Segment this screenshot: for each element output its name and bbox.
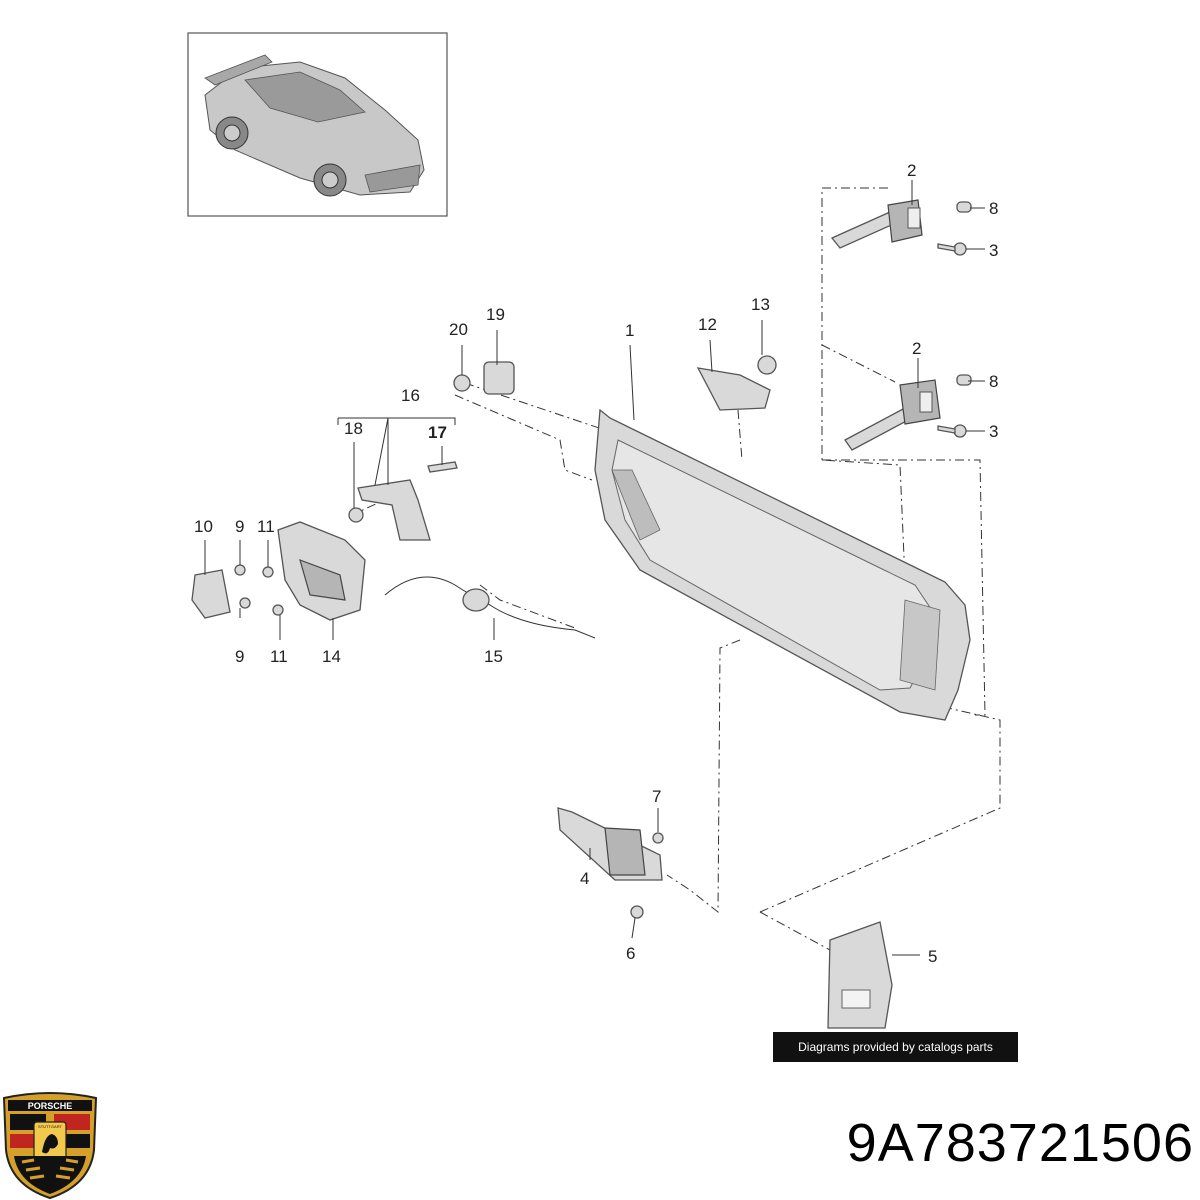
- porsche-crest-icon: PORSCHE STUTTGART: [2, 1092, 98, 1200]
- callout-2-lower: 2: [912, 339, 921, 358]
- callout-11-lower: 11: [270, 647, 288, 666]
- callout-10: 10: [194, 517, 213, 536]
- callout-8-upper: 8: [989, 199, 998, 218]
- callout-12: 12: [698, 315, 717, 334]
- door-check-strap: [557, 807, 664, 919]
- callout-labels: 1 2 2 3 3 4 5 6 7 8 8 9 9 10 11 11 12 13…: [194, 161, 998, 966]
- release-cable: [384, 576, 596, 639]
- callout-20: 20: [449, 320, 468, 339]
- diagram-credit-banner: Diagrams provided by catalogs parts: [773, 1032, 1018, 1062]
- crest-subtext: STUTTGART: [38, 1124, 62, 1129]
- part-number: 9A783721506: [846, 1113, 1194, 1173]
- callout-14: 14: [322, 647, 341, 666]
- callout-19: 19: [486, 305, 505, 324]
- callout-4: 4: [580, 869, 589, 888]
- callout-7: 7: [652, 787, 661, 806]
- callout-16: 16: [401, 386, 420, 405]
- callout-11-upper: 11: [257, 517, 275, 536]
- callout-1: 1: [625, 321, 634, 340]
- leader-lines: [204, 180, 985, 956]
- callout-5: 5: [928, 947, 937, 966]
- callout-18: 18: [344, 419, 363, 438]
- callout-9-upper: 9: [235, 517, 244, 536]
- callout-2-upper: 2: [907, 161, 916, 180]
- callout-15: 15: [484, 647, 503, 666]
- hinge-fasteners: [937, 201, 972, 438]
- upper-hinge: [830, 199, 923, 249]
- vehicle-thumbnail: [187, 32, 448, 217]
- handle-carrier: [348, 461, 458, 541]
- callout-17: 17: [428, 423, 447, 442]
- lower-cover: [827, 921, 893, 1029]
- callout-9-lower: 9: [235, 647, 244, 666]
- callout-6: 6: [626, 944, 635, 963]
- mirror-bracket: [696, 355, 777, 411]
- door-lock: [191, 521, 366, 621]
- callout-3-lower: 3: [989, 422, 998, 441]
- callout-3-upper: 3: [989, 241, 998, 260]
- lower-hinge: [844, 379, 941, 451]
- grommet-parts: [453, 361, 515, 395]
- crest-text: PORSCHE: [28, 1101, 73, 1111]
- door-shell: [594, 408, 971, 721]
- callout-13: 13: [751, 295, 770, 314]
- callout-8-lower: 8: [989, 372, 998, 391]
